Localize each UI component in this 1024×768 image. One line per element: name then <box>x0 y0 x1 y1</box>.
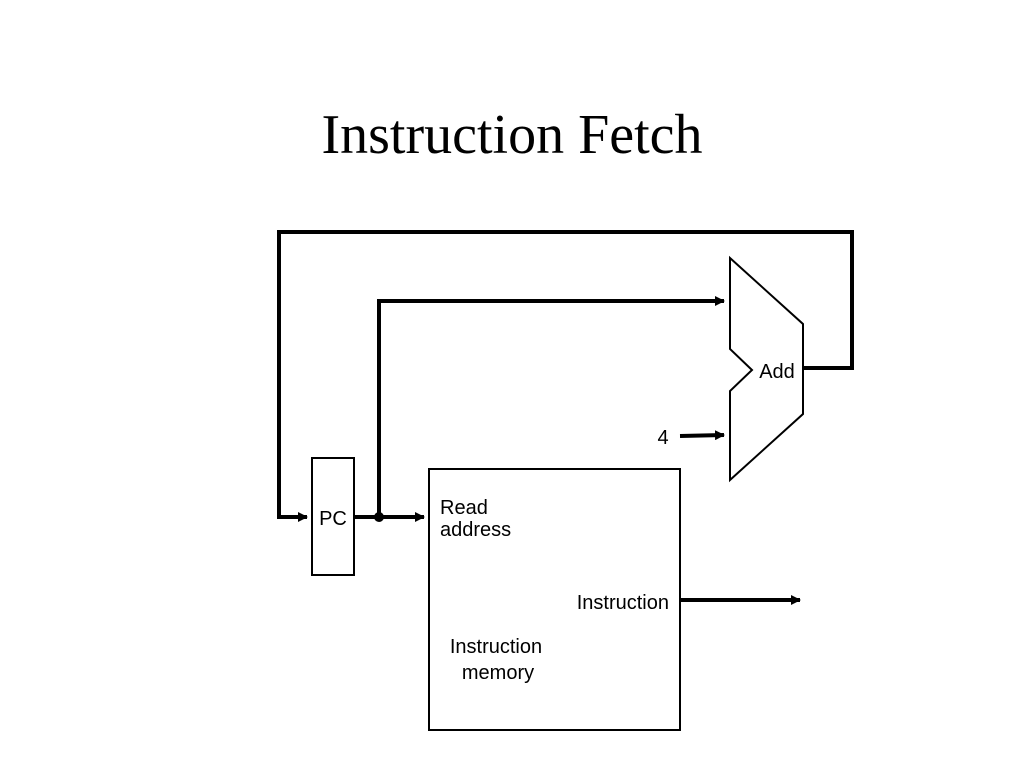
feedback-wire <box>277 230 854 522</box>
pc-register <box>311 457 355 576</box>
instruction-memory-block <box>428 468 681 731</box>
constant-four-label: 4 <box>657 427 668 449</box>
constant-input-wire <box>679 430 725 441</box>
read-address-label-line1: Read <box>440 497 488 519</box>
adder-label: Add <box>759 361 795 383</box>
instruction-output-label: Instruction <box>577 592 669 614</box>
read-address-label-line2: address <box>440 519 511 541</box>
slide-title: Instruction Fetch <box>321 104 703 166</box>
memory-name-line1: Instruction <box>450 636 542 658</box>
memory-name-line2: memory <box>462 662 534 684</box>
adder-block <box>729 255 804 483</box>
pc-label: PC <box>319 508 347 530</box>
pc-to-adder-wire <box>377 296 725 517</box>
